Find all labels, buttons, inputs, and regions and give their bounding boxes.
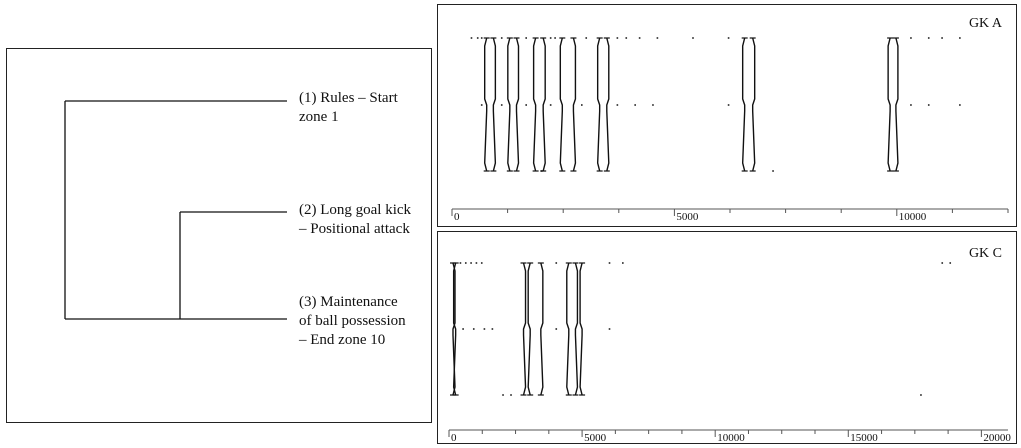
gk-c-event-dot — [502, 394, 504, 396]
gk-c-event-dot — [483, 328, 486, 330]
gk-a-transition-line — [606, 37, 610, 172]
gk-a-transition-line — [515, 37, 520, 172]
gk-c-event-dot — [608, 262, 611, 264]
gk-c-transition-line — [566, 262, 570, 396]
gk-c-panel: GK C 0 5000 10000 15000 20000 — [437, 231, 1017, 444]
gk-a-event-dot — [910, 37, 912, 39]
gk-a-event-dot — [549, 104, 552, 106]
dendrogram-tree — [64, 100, 287, 320]
gk-a-event-dot — [772, 170, 774, 172]
leaf-1-line-2: zone 1 — [299, 109, 339, 125]
gk-c-title: GK C — [968, 246, 1002, 261]
gk-c-event-dot — [510, 394, 512, 396]
gk-a-tick-label: 0 — [454, 211, 460, 223]
gk-a-event-dot — [616, 37, 619, 39]
gk-a-event-dot — [525, 37, 527, 39]
gk-a-transition-line — [483, 37, 488, 172]
gk-c-event-dot — [941, 262, 944, 264]
gk-a-event-dot — [959, 104, 961, 106]
gk-a-transition-line — [532, 37, 537, 172]
gk-c-event-dot — [472, 328, 475, 330]
gk-c-event-dot — [608, 328, 611, 330]
gk-a-chart: 0 5000 10000 — [451, 37, 1009, 223]
gk-a-event-dot — [927, 104, 930, 106]
gk-c-event-dot — [462, 328, 464, 330]
gk-c-event-dot — [470, 262, 472, 264]
gk-a-event-dot — [480, 37, 483, 39]
gk-a-event-dot — [652, 104, 654, 106]
gk-a-event-dot — [625, 37, 628, 39]
gk-c-event-dot — [459, 262, 462, 264]
gk-a-transition-line — [559, 37, 564, 172]
gk-a-event-dot — [585, 37, 588, 39]
gk-c-event-dot — [555, 328, 558, 330]
gk-c-event-dot — [949, 262, 952, 264]
gk-a-transition-line — [895, 37, 899, 172]
gk-c-tick-label: 0 — [451, 432, 457, 444]
gk-a-event-dot — [692, 37, 694, 39]
gk-a-tick-label: 10000 — [899, 211, 927, 223]
gk-c-event-dot — [464, 262, 467, 264]
gk-c-event-dot — [480, 262, 483, 264]
gk-c-event-dot — [920, 394, 922, 396]
gk-a-event-dot — [634, 104, 636, 106]
gk-a-event-dot — [480, 104, 483, 106]
gk-c-event-dot — [491, 328, 494, 330]
gk-c-transition-line — [452, 262, 457, 396]
gk-a-event-dot — [554, 37, 556, 39]
gk-c-event-dot — [555, 262, 558, 264]
gk-c-transition-line — [522, 262, 527, 396]
gk-c-transition-line — [452, 262, 456, 396]
gk-a-transition-line — [507, 37, 511, 172]
gk-a-transition-line — [596, 37, 601, 172]
leaf-3-line-2: of ball possession — [299, 313, 406, 329]
gk-a-transition-line — [751, 37, 756, 172]
gk-c-transition-line — [574, 262, 579, 396]
leaf-2-line-2: – Positional attack — [299, 221, 410, 237]
gk-a-event-dot — [470, 37, 473, 39]
gk-a-event-dot — [638, 37, 641, 39]
gk-a-transition-line — [492, 37, 497, 172]
gk-a-event-dot — [500, 104, 503, 106]
gk-a-panel: GK A 0 5000 10000 — [437, 4, 1017, 227]
gk-a-tick-label: 5000 — [676, 211, 699, 223]
gk-a-transition-line — [542, 37, 546, 172]
gk-c-transition-line — [527, 262, 531, 396]
dendro-leaf-2: (2) Long goal kick – Positional attack — [299, 201, 431, 239]
gk-c-tick-label: 20000 — [983, 432, 1011, 444]
leaf-3-line-3: – End zone 10 — [299, 332, 386, 348]
gk-a-event-dot — [500, 37, 503, 39]
gk-a-event-dot — [927, 37, 930, 39]
gk-a-event-dot — [727, 37, 730, 39]
gk-a-event-dot — [476, 37, 479, 39]
gk-a-event-dot — [910, 104, 912, 106]
gk-a-event-dot — [616, 104, 619, 106]
gk-a-event-dot — [941, 37, 943, 39]
gk-c-tick-label: 5000 — [584, 432, 607, 444]
gk-c-transition-line — [540, 262, 544, 396]
gk-c-event-dot — [622, 262, 624, 264]
gk-a-event-dot — [549, 37, 552, 39]
gk-a-event-dot — [656, 37, 659, 39]
gk-c-event-dot — [475, 262, 478, 264]
gk-a-transition-line — [572, 37, 577, 172]
leaf-2-line-1: (2) Long goal kick — [299, 202, 412, 218]
dendro-leaf-3: (3) Maintenance of ball possession – End… — [299, 293, 431, 350]
gk-c-tick-label: 10000 — [717, 432, 745, 444]
gk-c-chart: 0 5000 10000 15000 20000 — [448, 262, 1011, 444]
leaf-1-line-1: (1) Rules – Start — [299, 90, 398, 106]
dendro-leaf-1: (1) Rules – Start zone 1 — [299, 89, 431, 127]
gk-a-event-dot — [959, 37, 961, 39]
gk-c-tick-label: 15000 — [850, 432, 878, 444]
gk-a-title: GK A — [968, 16, 1002, 31]
gk-a-event-dot — [727, 104, 730, 106]
leaf-3-line-1: (3) Maintenance — [299, 294, 398, 310]
gk-a-transition-line — [741, 37, 746, 172]
gk-a-event-dot — [525, 104, 527, 106]
gk-c-transition-line — [579, 262, 583, 396]
dendrogram-panel: (1) Rules – Start zone 1 (2) Long goal k… — [6, 48, 432, 423]
gk-a-transition-line — [887, 37, 891, 172]
gk-a-event-dot — [580, 104, 583, 106]
